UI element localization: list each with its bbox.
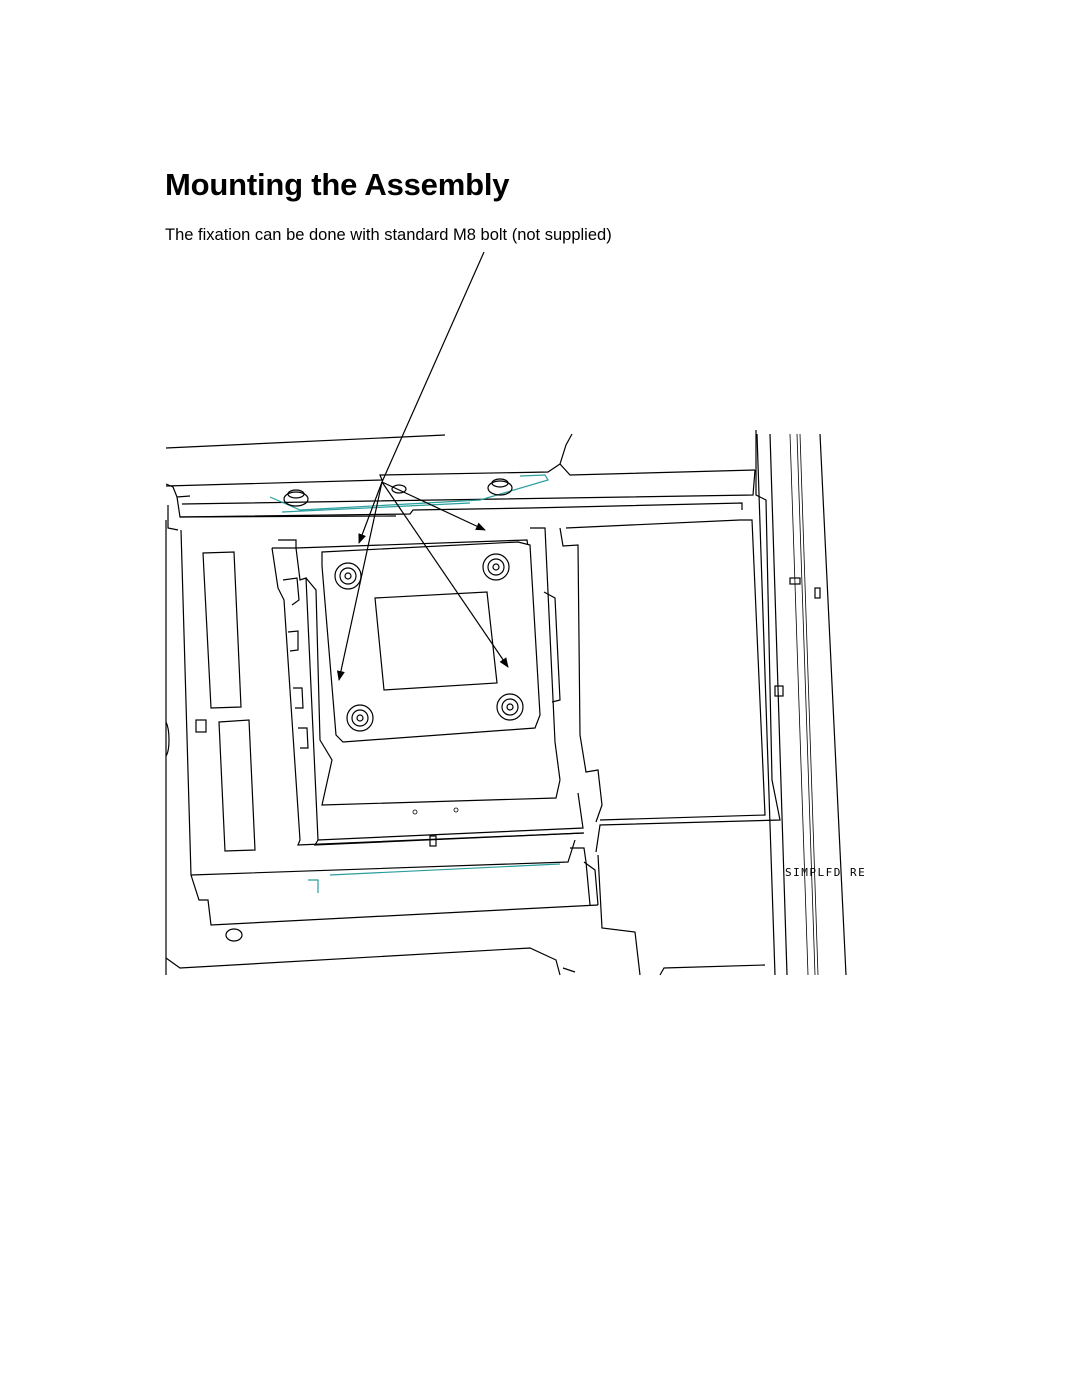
mounting-plate bbox=[321, 541, 541, 743]
page-title: Mounting the Assembly bbox=[165, 167, 510, 202]
housing-outline bbox=[165, 430, 781, 975]
bolt-bottom-left-icon bbox=[346, 704, 374, 732]
bolt-top-right-icon bbox=[482, 553, 510, 581]
left-slots bbox=[165, 551, 256, 852]
instruction-text: The fixation can be done with standard M… bbox=[165, 226, 612, 244]
bolt-bottom-right-icon bbox=[496, 693, 524, 721]
lower-section bbox=[165, 847, 766, 976]
leader-arrows bbox=[337, 251, 509, 681]
top-cover bbox=[269, 474, 549, 513]
cad-view-label: SIMPLFD RE bbox=[785, 866, 866, 879]
right-rails bbox=[756, 433, 847, 976]
